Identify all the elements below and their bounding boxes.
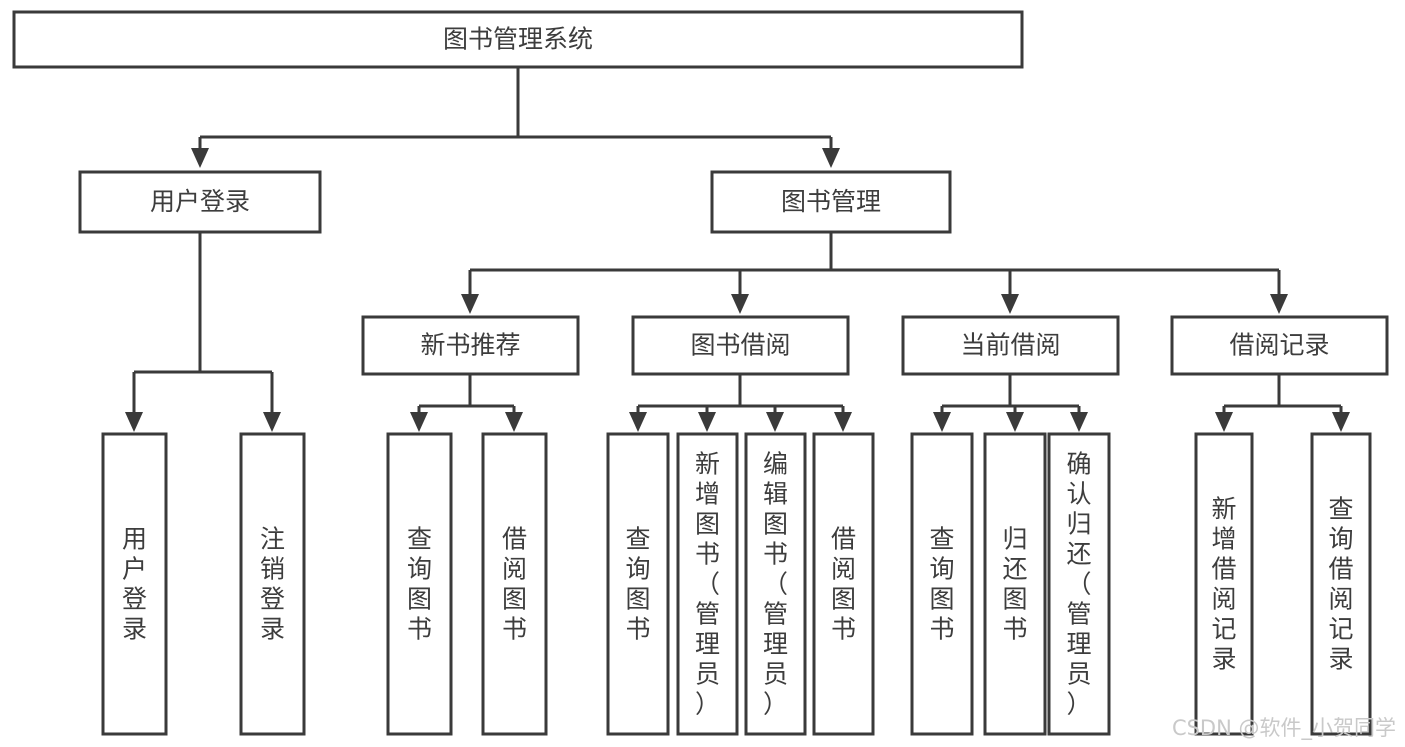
node-current-borrow-label: 当前借阅 <box>960 331 1060 360</box>
connector-current-borrow-bus <box>933 374 1088 432</box>
node-leaf-query-book-2-box[interactable] <box>606 432 670 736</box>
node-leaf-query-book-2[interactable]: 查询图书 <box>606 432 670 736</box>
node-leaf-edit-book-admin-label: 编辑图书（管理员） <box>763 449 788 718</box>
node-root-system-label: 图书管理系统 <box>443 25 593 54</box>
node-leaf-add-borrow-record-label: 新增借阅记录 <box>1211 494 1236 673</box>
arrow-head-icon <box>1270 294 1288 314</box>
node-leaf-add-book-admin-box[interactable] <box>676 432 739 736</box>
node-leaf-return-book-box[interactable] <box>983 432 1047 736</box>
node-new-book-recommend[interactable]: 新书推荐 <box>361 315 580 376</box>
arrow-head-icon <box>1215 412 1233 432</box>
node-book-manage-box[interactable] <box>710 170 952 234</box>
node-leaf-add-book-admin-label: 新增图书（管理员） <box>695 449 720 718</box>
arrow-head-icon <box>698 412 716 432</box>
node-leaf-confirm-return-admin[interactable]: 确认归还（管理员） <box>1047 432 1111 736</box>
node-leaf-return-book-label: 归还图书 <box>1002 524 1027 643</box>
node-leaf-query-book-1-label: 查询图书 <box>407 524 432 643</box>
arrow-head-icon <box>461 294 479 314</box>
node-leaf-query-book-3-box[interactable] <box>910 432 974 736</box>
node-leaf-add-book-admin[interactable]: 新增图书（管理员） <box>676 432 739 736</box>
node-leaf-user-login-box[interactable] <box>101 432 168 736</box>
connector-root-to-level2 <box>191 67 840 168</box>
node-book-manage[interactable]: 图书管理 <box>710 170 952 234</box>
node-leaf-user-logout[interactable]: 注销登录 <box>239 432 306 736</box>
node-leaf-edit-book-admin[interactable]: 编辑图书（管理员） <box>744 432 807 736</box>
node-leaf-query-borrow-record-label: 查询借阅记录 <box>1328 494 1353 673</box>
node-borrow-record[interactable]: 借阅记录 <box>1170 315 1389 376</box>
arrow-head-icon <box>822 148 840 168</box>
node-borrow-record-label: 借阅记录 <box>1229 331 1329 360</box>
connector-new-book-recommend-bus <box>410 374 523 432</box>
arrow-head-icon <box>263 412 281 432</box>
node-leaf-query-borrow-record[interactable]: 查询借阅记录 <box>1310 432 1372 736</box>
connector-user-login-to-leaves <box>125 232 281 432</box>
node-leaf-user-login-label: 用户登录 <box>122 524 147 643</box>
node-user-login-box[interactable] <box>78 170 322 234</box>
node-leaf-borrow-book-2-box[interactable] <box>812 432 875 736</box>
node-leaf-query-book-3-label: 查询图书 <box>929 524 954 643</box>
node-leaf-borrow-book-2[interactable]: 借阅图书 <box>812 432 875 736</box>
node-leaf-confirm-return-admin-label: 确认归还（管理员） <box>1066 449 1091 718</box>
node-leaf-query-book-3[interactable]: 查询图书 <box>910 432 974 736</box>
node-book-borrow-label: 图书借阅 <box>690 331 790 360</box>
arrow-head-icon <box>766 412 784 432</box>
node-leaf-user-logout-box[interactable] <box>239 432 306 736</box>
arrow-head-icon <box>191 148 209 168</box>
node-leaf-confirm-return-admin-box[interactable] <box>1047 432 1111 736</box>
arrow-head-icon <box>505 412 523 432</box>
arrow-head-icon <box>1070 412 1088 432</box>
node-leaf-borrow-book-2-label: 借阅图书 <box>831 524 856 643</box>
node-layer: 图书管理系统用户登录图书管理新书推荐图书借阅当前借阅借阅记录用户登录注销登录查询… <box>12 10 1389 736</box>
node-leaf-user-logout-label: 注销登录 <box>260 524 285 643</box>
node-root-system[interactable]: 图书管理系统 <box>12 10 1024 69</box>
node-leaf-edit-book-admin-box[interactable] <box>744 432 807 736</box>
node-book-borrow[interactable]: 图书借阅 <box>631 315 850 376</box>
node-user-login[interactable]: 用户登录 <box>78 170 322 234</box>
arrow-head-icon <box>1332 412 1350 432</box>
arrow-head-icon <box>125 412 143 432</box>
node-leaf-borrow-book-1[interactable]: 借阅图书 <box>481 432 548 736</box>
arrow-head-icon <box>731 294 749 314</box>
node-leaf-query-book-2-label: 查询图书 <box>625 524 650 643</box>
node-leaf-query-book-1[interactable]: 查询图书 <box>386 432 453 736</box>
node-leaf-borrow-book-1-label: 借阅图书 <box>502 524 527 643</box>
node-new-book-recommend-label: 新书推荐 <box>420 331 520 360</box>
arrow-head-icon <box>410 412 428 432</box>
node-new-book-recommend-box[interactable] <box>361 315 580 376</box>
node-leaf-add-borrow-record[interactable]: 新增借阅记录 <box>1194 432 1254 736</box>
arrow-head-icon <box>933 412 951 432</box>
node-leaf-query-borrow-record-box[interactable] <box>1310 432 1372 736</box>
node-borrow-record-box[interactable] <box>1170 315 1389 376</box>
node-current-borrow[interactable]: 当前借阅 <box>901 315 1120 376</box>
node-root-system-box[interactable] <box>12 10 1024 69</box>
connector-book-borrow-bus <box>629 374 852 432</box>
node-leaf-add-borrow-record-box[interactable] <box>1194 432 1254 736</box>
connector-borrow-record-bus <box>1215 374 1350 432</box>
node-leaf-query-book-1-box[interactable] <box>386 432 453 736</box>
arrow-head-icon <box>629 412 647 432</box>
node-leaf-return-book[interactable]: 归还图书 <box>983 432 1047 736</box>
node-leaf-borrow-book-1-box[interactable] <box>481 432 548 736</box>
watermark-label: CSDN @软件_小贺同学 <box>1172 716 1396 741</box>
arrow-head-icon <box>834 412 852 432</box>
node-book-borrow-box[interactable] <box>631 315 850 376</box>
connector-book-manage-to-level3 <box>461 232 1288 314</box>
node-user-login-label: 用户登录 <box>150 187 250 216</box>
node-leaf-user-login[interactable]: 用户登录 <box>101 432 168 736</box>
arrow-head-icon <box>1001 294 1019 314</box>
node-book-manage-label: 图书管理 <box>781 187 881 216</box>
connector-layer <box>125 67 1350 432</box>
node-current-borrow-box[interactable] <box>901 315 1120 376</box>
arrow-head-icon <box>1006 412 1024 432</box>
